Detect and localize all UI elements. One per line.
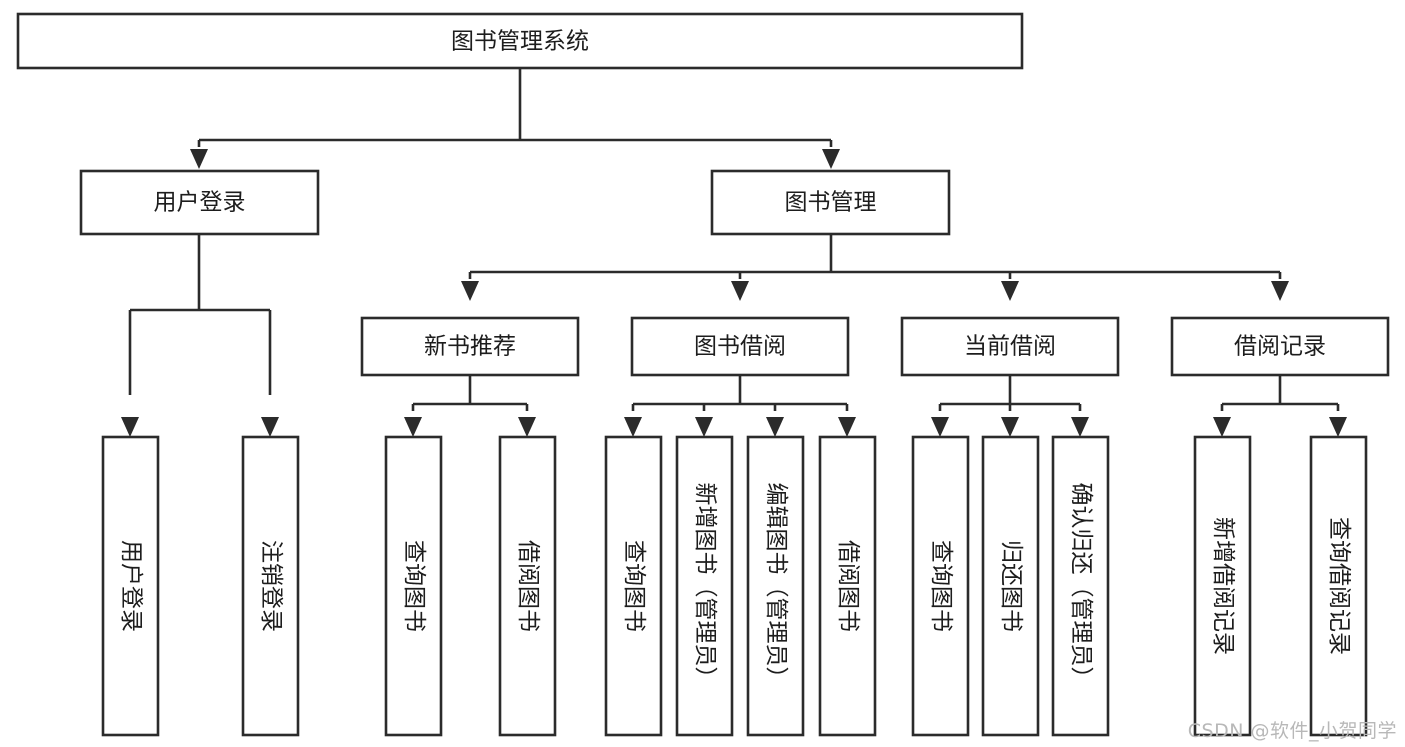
connectors-root-to-level2: [190, 68, 840, 169]
arrow-to-leaf-12: [1213, 417, 1231, 437]
connectors-current-borrow-to-leaves: [931, 375, 1089, 437]
leaf-node-4-box[interactable]: [498, 435, 557, 737]
connectors-borrow-record-to-leaves: [1213, 375, 1347, 437]
leaf-node-6-label: 新增图书（管理员）: [692, 483, 718, 690]
arrow-to-leaf-4: [518, 417, 536, 437]
leaf-node-7-label: 编辑图书（管理员）: [763, 483, 789, 690]
leaf-node-5-label: 查询图书: [621, 540, 647, 632]
leaf-node-3-label: 查询图书: [401, 540, 427, 632]
leaf-node-9-box[interactable]: [911, 435, 970, 737]
node-root-label: 图书管理系统: [451, 29, 589, 55]
node-user-login-box[interactable]: [79, 169, 320, 236]
arrow-to-leaf-3: [404, 417, 422, 437]
leaf-node-11[interactable]: 确认归还（管理员）: [1051, 435, 1110, 737]
leaf-node-8-label: 借阅图书: [835, 540, 861, 632]
node-book-manage[interactable]: 图书管理: [710, 169, 951, 236]
leaf-node-2-box[interactable]: [241, 435, 300, 737]
arrow-to-leaf-8: [838, 417, 856, 437]
node-new-book-rec-box[interactable]: [360, 316, 580, 377]
node-current-borrow-box[interactable]: [900, 316, 1120, 377]
leaf-node-6[interactable]: 新增图书（管理员）: [675, 435, 734, 737]
leaf-node-9[interactable]: 查询图书: [911, 435, 970, 737]
node-borrow-record-label: 借阅记录: [1234, 334, 1326, 360]
leaf-node-10-label: 归还图书: [998, 540, 1024, 632]
leaf-node-3-box[interactable]: [384, 435, 443, 737]
leaf-node-1-label: 用户登录: [118, 540, 144, 632]
leaf-node-12-box[interactable]: [1193, 435, 1252, 737]
node-root-box[interactable]: [16, 12, 1024, 70]
leaf-node-5[interactable]: 查询图书: [604, 435, 663, 737]
leaf-node-12-label: 新增借阅记录: [1210, 517, 1236, 655]
leaf-node-1-box[interactable]: [101, 435, 160, 737]
arrow-to-user-login: [190, 149, 208, 169]
node-new-book-rec[interactable]: 新书推荐: [360, 316, 580, 377]
leaf-node-4[interactable]: 借阅图书: [498, 435, 557, 737]
arrow-to-book-manage: [822, 149, 840, 169]
connectors-new-book-rec-to-leaves: [404, 375, 536, 437]
leaf-node-7[interactable]: 编辑图书（管理员）: [746, 435, 805, 737]
node-new-book-rec-label: 新书推荐: [424, 334, 516, 360]
arrow-to-leaf-13: [1329, 417, 1347, 437]
arrow-to-leaf-2: [261, 417, 279, 437]
arrow-to-book-borrow: [731, 281, 749, 301]
arrow-to-current-borrow: [1001, 281, 1019, 301]
leaf-node-10[interactable]: 归还图书: [981, 435, 1040, 737]
arrow-to-leaf-6: [695, 417, 713, 437]
leaf-node-2-label: 注销登录: [258, 540, 284, 632]
node-borrow-record-box[interactable]: [1170, 316, 1390, 377]
leaf-node-11-label: 确认归还（管理员）: [1068, 483, 1094, 690]
node-book-borrow[interactable]: 图书借阅: [630, 316, 850, 377]
node-current-borrow[interactable]: 当前借阅: [900, 316, 1120, 377]
leaf-node-12[interactable]: 新增借阅记录: [1193, 435, 1252, 737]
leaf-node-8[interactable]: 借阅图书: [818, 435, 877, 737]
connectors-user-login-to-leaves: [121, 234, 279, 437]
node-current-borrow-label: 当前借阅: [964, 334, 1056, 360]
node-user-login-label: 用户登录: [154, 190, 246, 216]
leaf-node-5-box[interactable]: [604, 435, 663, 737]
arrow-to-leaf-11: [1071, 417, 1089, 437]
node-root[interactable]: 图书管理系统: [16, 12, 1024, 70]
arrow-to-leaf-7: [766, 417, 784, 437]
leaf-node-2[interactable]: 注销登录: [241, 435, 300, 737]
leaf-node-13-label: 查询借阅记录: [1326, 517, 1352, 655]
connectors-book-borrow-to-leaves: [624, 375, 856, 437]
node-user-login[interactable]: 用户登录: [79, 169, 320, 236]
arrow-to-leaf-1: [121, 417, 139, 437]
leaf-node-6-box[interactable]: [675, 435, 734, 737]
leaf-node-9-label: 查询图书: [928, 540, 954, 632]
arrow-to-new-book-rec: [461, 281, 479, 301]
leaf-node-8-box[interactable]: [818, 435, 877, 737]
leaf-node-13[interactable]: 查询借阅记录: [1309, 435, 1368, 737]
leaf-node-3[interactable]: 查询图书: [384, 435, 443, 737]
node-borrow-record[interactable]: 借阅记录: [1170, 316, 1390, 377]
node-book-manage-box[interactable]: [710, 169, 951, 236]
arrow-to-borrow-record: [1271, 281, 1289, 301]
leaf-node-4-label: 借阅图书: [515, 540, 541, 632]
leaf-node-7-box[interactable]: [746, 435, 805, 737]
arrow-to-leaf-5: [624, 417, 642, 437]
leaf-node-13-box[interactable]: [1309, 435, 1368, 737]
arrow-to-leaf-9: [931, 417, 949, 437]
leaf-node-1[interactable]: 用户登录: [101, 435, 160, 737]
node-book-borrow-label: 图书借阅: [694, 334, 786, 360]
node-book-borrow-box[interactable]: [630, 316, 850, 377]
leaf-node-10-box[interactable]: [981, 435, 1040, 737]
leaf-node-11-box[interactable]: [1051, 435, 1110, 737]
node-book-manage-label: 图书管理: [785, 190, 877, 216]
connectors-book-manage-to-level3: [461, 234, 1289, 301]
arrow-to-leaf-10: [1001, 417, 1019, 437]
